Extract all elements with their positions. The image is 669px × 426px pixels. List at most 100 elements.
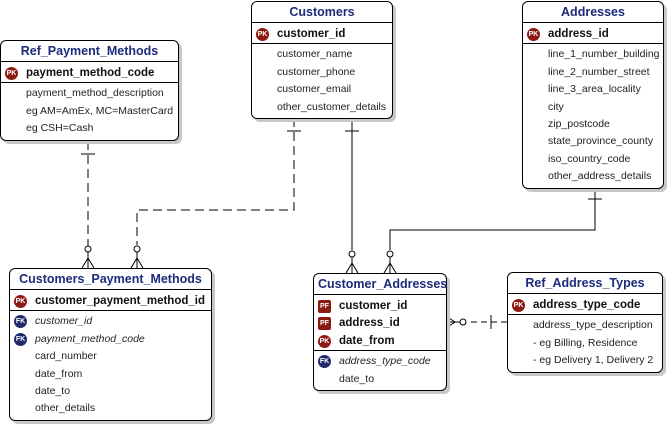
attribute-name: date_from [35, 367, 83, 380]
entity-title: Ref_Address_Types [508, 273, 662, 294]
attribute-name: payment_method_description [26, 87, 164, 100]
attribute-name: payment_method_code [35, 332, 145, 345]
attribute: other_details [14, 400, 207, 417]
attribute-name: date_to [35, 384, 71, 397]
primary-key-attribute: PK customer_id [252, 26, 392, 45]
attribute-name: customer_id [277, 28, 346, 40]
primary-key-attribute: PK customer_payment_method_id [10, 293, 211, 312]
attribute: zip_postcode [527, 116, 659, 133]
attribute-name: line_1_number_building [548, 48, 660, 61]
attribute-name: line_2_number_street [548, 65, 650, 78]
attribute: payment_method_description [5, 85, 174, 102]
primary-key-attribute: PF address_id [318, 315, 442, 332]
attribute: customer_phone [256, 64, 388, 81]
attribute-name: customer_payment_method_id [35, 295, 205, 307]
attribute: other_customer_details [256, 99, 388, 116]
attribute-name: address_id [339, 317, 400, 330]
attribute-name: customer_phone [277, 65, 356, 78]
attribute-name: card_number [35, 350, 97, 363]
attribute: date_to [14, 383, 207, 400]
attribute-list: PK customer_id customer_name customer_phone… [252, 23, 392, 118]
attribute-name: payment_method_code [26, 67, 155, 79]
pk-badge-icon: PK [527, 28, 540, 41]
attribute-name: other_details [35, 402, 96, 415]
attribute-name: address_id [548, 28, 609, 40]
attribute: date_to [318, 371, 442, 388]
attribute: iso_country_code [527, 151, 659, 168]
attribute-name: address_type_code [533, 299, 641, 311]
relationship-payment-method [81, 141, 95, 269]
attribute-name: zip_postcode [548, 117, 610, 130]
attribute-list: PK payment_method_code payment_method_desc… [1, 62, 178, 140]
pk-badge-icon: PK [5, 67, 18, 80]
pk-badge-icon: PK [256, 28, 269, 41]
fk-badge-icon: FK [14, 315, 27, 329]
attribute: date_from [14, 366, 207, 383]
attribute: customer_name [256, 46, 388, 63]
relationship-customer-payment [130, 118, 301, 269]
primary-key-attribute: PK date_from [314, 333, 446, 352]
pf-badge-icon: PF [318, 317, 331, 331]
attribute-name: customer_email [277, 83, 352, 96]
entity-title: Customers [252, 2, 392, 23]
primary-key-attribute: PK address_type_code [508, 297, 662, 316]
attribute-name: other_customer_details [277, 100, 387, 113]
fk-badge-icon: FK [318, 355, 331, 369]
attribute-name: address_type_description [533, 319, 653, 332]
pk-badge-icon: PK [512, 299, 525, 312]
attribute-name: iso_country_code [548, 152, 631, 165]
attribute-name: state_province_county [548, 135, 654, 148]
attribute: - eg Delivery 1, Delivery 2 [512, 352, 658, 369]
attribute-name: address_type_code [339, 355, 431, 368]
relationship-customer-address [345, 118, 359, 274]
pf-badge-icon: PF [318, 300, 331, 313]
attribute-name: customer_name [277, 48, 353, 61]
attribute-name: line_3_area_locality [548, 83, 641, 96]
attribute-list: PK address_type_code address_type_descript… [508, 294, 662, 372]
attribute-name: other_address_details [548, 170, 652, 183]
relationship-address-customer-address [383, 185, 602, 274]
entity-title: Ref_Payment_Methods [1, 41, 178, 62]
attribute-name: eg CSH=Cash [26, 122, 94, 135]
relationship-address-type [445, 315, 507, 329]
pk-badge-icon: PK [318, 334, 331, 348]
foreign-key-attribute: FK address_type_code [318, 353, 442, 370]
attribute: line_3_area_locality [527, 81, 659, 98]
attribute: line_1_number_building [527, 46, 660, 63]
attribute: customer_email [256, 81, 388, 98]
attribute-name: city [548, 100, 564, 113]
foreign-key-attribute: FK customer_id [14, 313, 207, 330]
attribute: line_2_number_street [527, 64, 659, 81]
primary-key-attribute: PK payment_method_code [1, 65, 178, 84]
pk-badge-icon: PK [14, 295, 27, 308]
entity-addresses[interactable]: Addresses PK address_id line_1_number_buil… [522, 1, 664, 189]
attribute: other_address_details [527, 168, 659, 185]
attribute-name: date_from [339, 334, 395, 347]
primary-key-attribute: PK address_id [523, 26, 663, 45]
entity-title: Customers_Payment_Methods [10, 269, 211, 290]
entity-title: Customer_Addresses [314, 274, 447, 295]
attribute-name: customer_id [35, 315, 93, 328]
attribute: card_number [14, 348, 207, 365]
attribute: eg CSH=Cash [5, 120, 174, 137]
attribute: state_province_county [527, 133, 659, 150]
entity-ref-payment-methods[interactable]: Ref_Payment_Methods PK payment_method_cod… [0, 40, 179, 141]
attribute: - eg Billing, Residence [512, 335, 658, 352]
attribute-name: eg AM=AmEx, MC=MasterCard [26, 104, 174, 117]
attribute-name: - eg Delivery 1, Delivery 2 [533, 354, 654, 367]
attribute: address_type_description [512, 317, 658, 334]
attribute-name: - eg Billing, Residence [533, 336, 638, 349]
attribute-name: date_to [339, 372, 375, 385]
entity-customers-payment-methods[interactable]: Customers_Payment_Methods PK customer_pay… [9, 268, 212, 421]
entity-title: Addresses [523, 2, 663, 23]
attribute: eg AM=AmEx, MC=MasterCard [5, 103, 174, 120]
attribute: city [527, 99, 659, 116]
